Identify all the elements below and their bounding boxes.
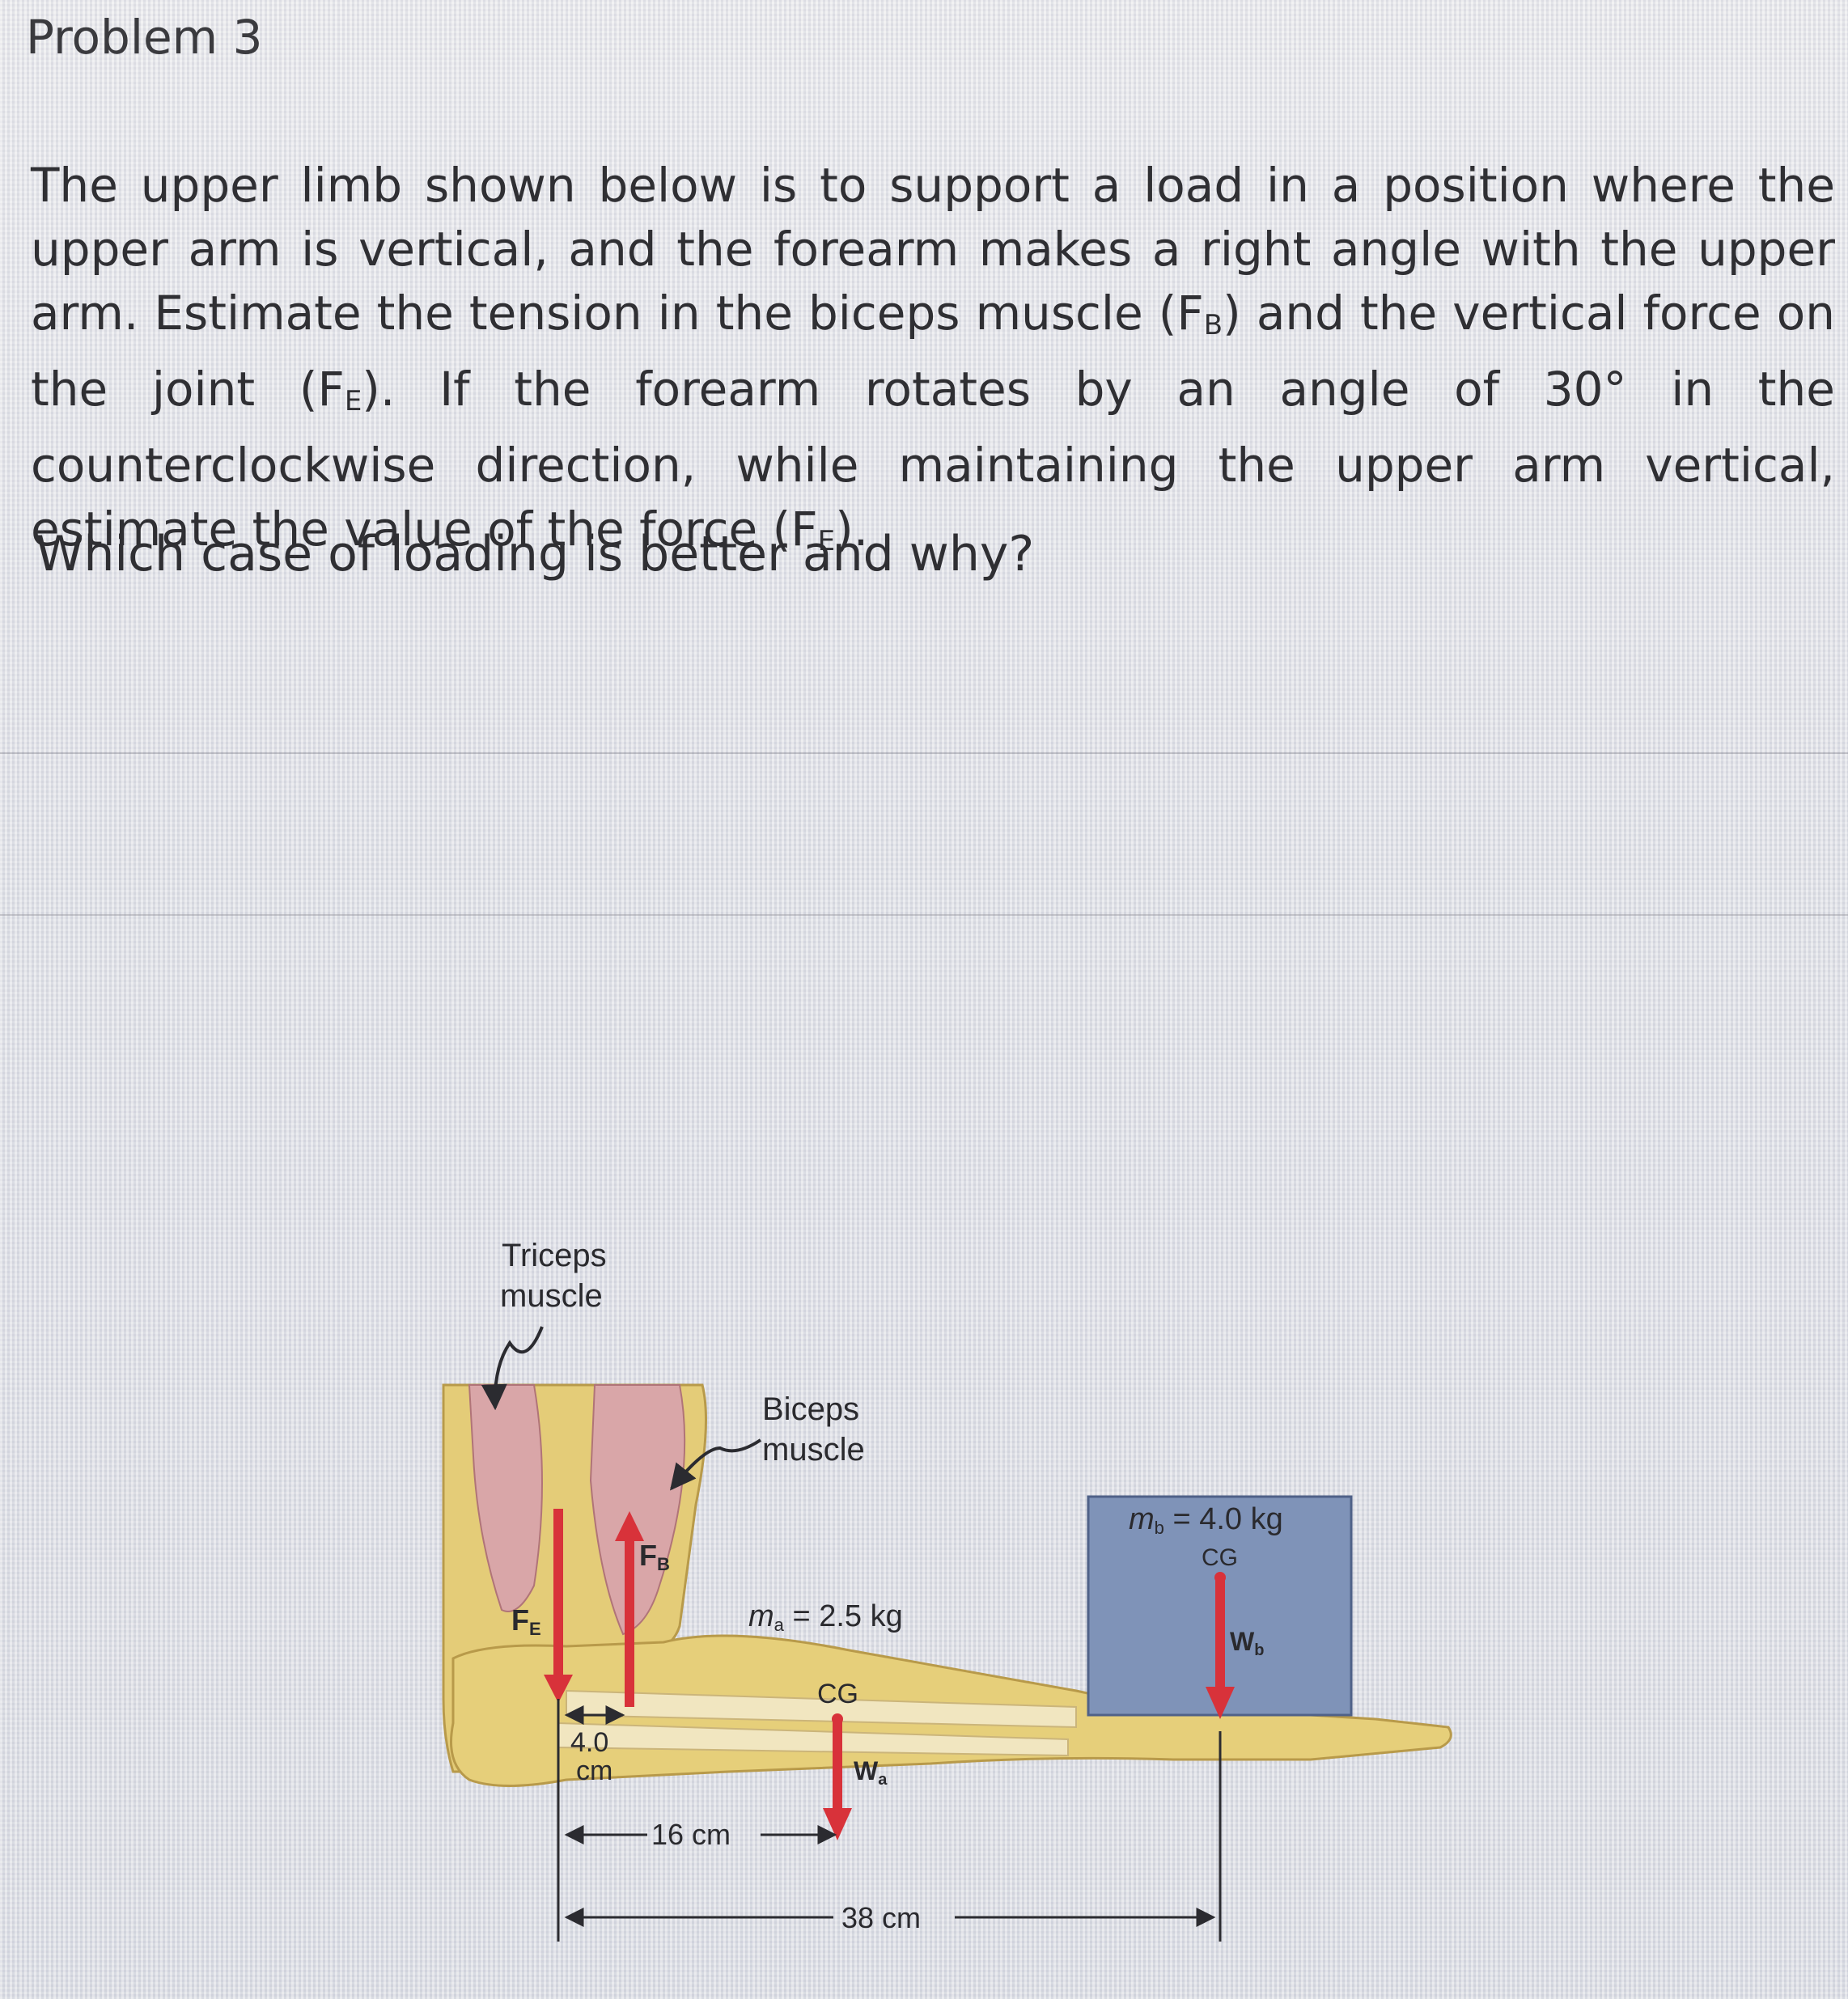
biceps-label-1: Biceps	[762, 1391, 859, 1427]
cg-load-label: CG	[1202, 1544, 1238, 1571]
fb-label: FB	[639, 1539, 670, 1574]
fb-arrow	[615, 1511, 644, 1707]
problem-heading: Problem 3	[26, 10, 263, 65]
divider-line-2	[0, 914, 1848, 916]
dim-small-value: 4.0	[570, 1727, 608, 1758]
paragraph-line-5: counterclockwise direction, while mainta…	[31, 438, 1835, 493]
problem-paragraph: The upper limb shown below is to support…	[31, 154, 1835, 574]
dim-16-label: 16 cm	[651, 1818, 731, 1851]
wb-label: Wb	[1230, 1627, 1264, 1659]
paragraph-line-2: upper arm is vertical, and the forearm m…	[31, 222, 1835, 277]
fe-label: FE	[511, 1603, 541, 1639]
fe-arrow	[544, 1509, 573, 1703]
dim-small-unit: cm	[576, 1755, 612, 1786]
mb-label: mb = 4.0 kg	[1129, 1502, 1283, 1538]
triceps-muscle-shape	[468, 1384, 543, 1612]
divider-line-1	[0, 752, 1848, 754]
triceps-pointer	[481, 1326, 544, 1411]
paragraph-line-3: arm. Estimate the tension in the biceps …	[31, 286, 1835, 341]
wb-arrow	[1206, 1572, 1235, 1719]
wa-arrow	[823, 1713, 852, 1840]
biceps-label-2: muscle	[762, 1432, 865, 1467]
paragraph-line-1: The upper limb shown below is to support…	[31, 158, 1835, 213]
wa-label: Wa	[854, 1756, 888, 1789]
paragraph-line-6: estimate the value of the force (FE).	[31, 502, 869, 557]
ma-label: ma = 2.5 kg	[748, 1599, 903, 1635]
biceps-muscle-shape	[589, 1384, 686, 1636]
triceps-label-2: muscle	[500, 1278, 603, 1314]
triceps-label-1: Triceps	[502, 1238, 607, 1273]
dim-38-label: 38 cm	[841, 1901, 921, 1934]
cg-arm-label: CG	[817, 1679, 858, 1709]
biceps-pointer	[670, 1438, 762, 1491]
paragraph-line-4: the joint (FE). If the forearm rotates b…	[31, 362, 1835, 417]
question-text: Which case of loading is better and why?	[36, 526, 1035, 582]
